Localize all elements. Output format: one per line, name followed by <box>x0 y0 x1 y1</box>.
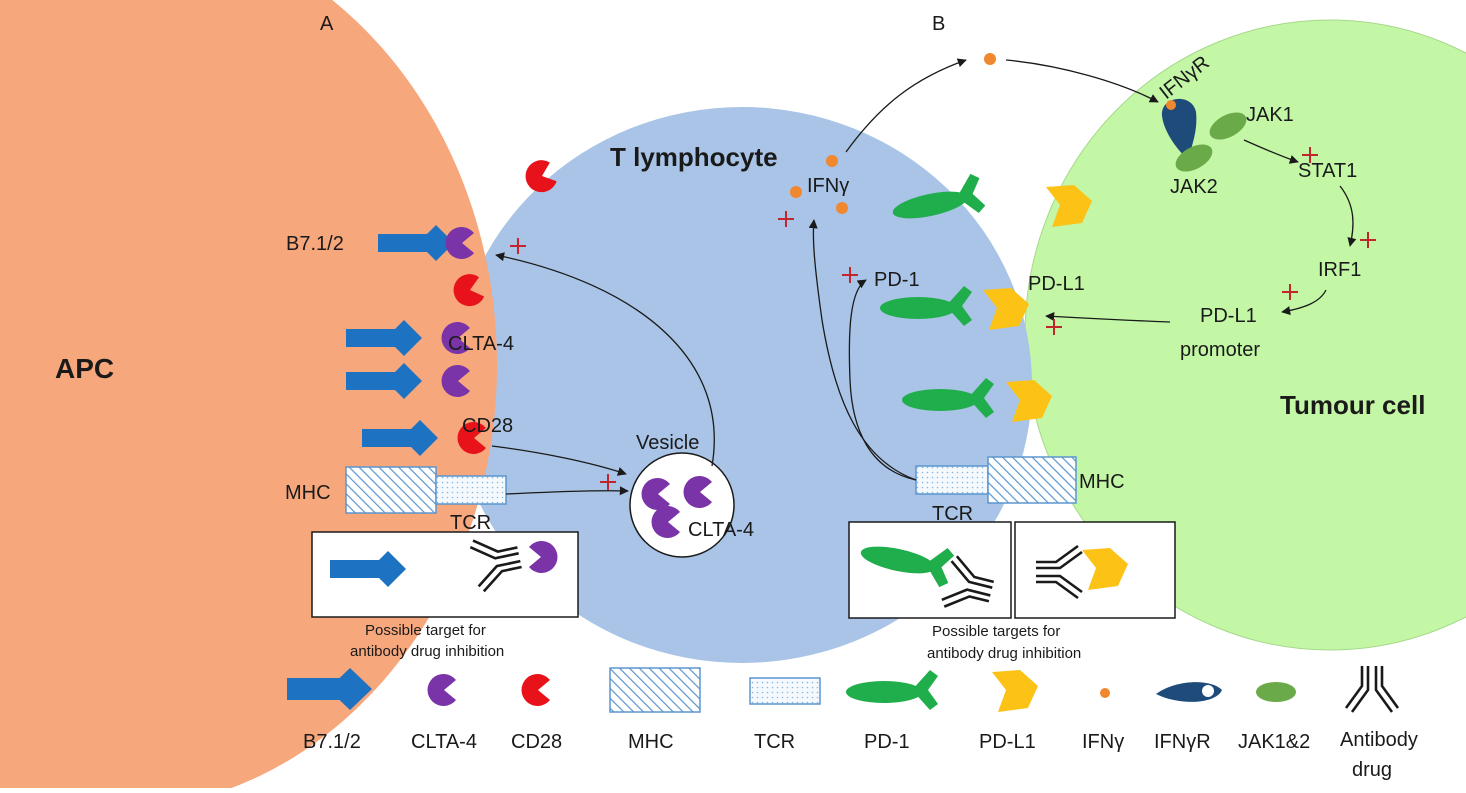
plus-2 <box>600 474 616 490</box>
promoter-to-pdl1-arrow <box>1045 311 1171 323</box>
tcr-right <box>915 465 989 495</box>
jak2-shape <box>1175 144 1213 172</box>
jak1-shape <box>1209 112 1247 140</box>
clta4-label: CLTA-4 <box>448 333 514 355</box>
plus-6 <box>1360 232 1376 248</box>
tcr-to-ifng-arrow <box>808 219 917 481</box>
ifng-dot-3 <box>836 202 848 214</box>
plus-8 <box>1046 319 1062 335</box>
plus-5 <box>1302 147 1318 163</box>
legend-item-antibody: Antibody drug <box>1340 664 1418 781</box>
vesicle: Vesicle CLTA-4 <box>629 432 754 558</box>
plus-7 <box>1282 284 1298 300</box>
legend-label-pd1: PD-1 <box>864 731 910 753</box>
irf1-to-promoter-arrow <box>1281 289 1327 316</box>
plus-1 <box>510 238 526 254</box>
legend-label-clta4: CLTA-4 <box>411 731 477 753</box>
legend-item-pd1: PD-1 <box>846 670 938 753</box>
legend-item-b7: B7.1/2 <box>287 668 372 753</box>
legend-item-ifngr: IFNγR <box>1154 682 1222 753</box>
plus-3 <box>778 211 794 227</box>
panel-a-label: A <box>320 13 334 35</box>
ifngr-bound-ifng <box>1166 100 1176 110</box>
t-lymphocyte-title: T lymphocyte <box>610 142 778 172</box>
pd1-pdl1-group: PD-1 PD-L1 <box>874 172 1092 422</box>
b7-label: B7.1/2 <box>286 233 344 255</box>
mhc-left <box>345 466 437 514</box>
right-caption-1: Possible targets for <box>932 623 1060 640</box>
legend-label-b7: B7.1/2 <box>303 731 361 753</box>
pdl1-promoter-label-1: PD-L1 <box>1200 305 1257 327</box>
plus-signs <box>510 147 1376 490</box>
ifng-label: IFNγ <box>807 175 849 197</box>
left-caption-2: antibody drug inhibition <box>350 643 504 660</box>
jak1-label: JAK1 <box>1246 104 1294 126</box>
ifng-dot-1 <box>826 155 838 167</box>
right-caption-2: antibody drug inhibition <box>927 645 1081 662</box>
tcr-right-label: TCR <box>932 503 973 525</box>
stat1-label: STAT1 <box>1298 160 1357 182</box>
legend-label-jak: JAK1&2 <box>1238 731 1310 753</box>
legend-label-cd28: CD28 <box>511 731 562 753</box>
stat1-to-irf1-arrow <box>1339 185 1357 247</box>
legend-item-clta4: CLTA-4 <box>411 674 477 753</box>
ifng-dot-4 <box>984 53 996 65</box>
legend-label-antibody-2: drug <box>1352 759 1392 781</box>
tcr-to-pd1-arrow <box>848 279 917 481</box>
cd28-label: CD28 <box>462 415 513 437</box>
legend-item-cd28: CD28 <box>511 674 562 753</box>
right-box-pdl1 <box>1014 521 1176 619</box>
left-caption-1: Possible target for <box>365 622 486 639</box>
irf1-label: IRF1 <box>1318 259 1361 281</box>
mhc-left-label: MHC <box>285 482 331 504</box>
tumour-cell-title: Tumour cell <box>1280 390 1425 420</box>
tcr-left-label: TCR <box>450 512 491 534</box>
pd1-label: PD-1 <box>874 269 920 291</box>
plus-4 <box>842 267 858 283</box>
legend-label-tcr: TCR <box>754 731 795 753</box>
legend-item-tcr: TCR <box>749 677 821 753</box>
mhc-right-label: MHC <box>1079 471 1125 493</box>
legend-item-ifng: IFNγ <box>1082 688 1124 753</box>
pdl1-label: PD-L1 <box>1028 273 1085 295</box>
legend: B7.1/2 CLTA-4 CD28 MHC TCR PD-1 PD-L1 I <box>287 664 1418 781</box>
ifng-to-receptor-arrow <box>1005 59 1159 103</box>
panel-b-label: B <box>932 13 945 35</box>
jak2-label: JAK2 <box>1170 176 1218 198</box>
legend-label-pdl1: PD-L1 <box>979 731 1036 753</box>
legend-label-mhc: MHC <box>628 731 674 753</box>
left-pathway-arrows <box>491 252 715 496</box>
vesicle-clta4-label: CLTA-4 <box>688 519 754 541</box>
vesicle-to-surface-arrow <box>495 252 715 467</box>
legend-label-ifngr: IFNγR <box>1154 731 1211 753</box>
right-inhibition-boxes: Possible targets for antibody drug inhib… <box>848 521 1176 662</box>
signaling-labels: STAT1 IRF1 PD-L1 promoter <box>1180 160 1361 361</box>
apc-cell <box>0 0 497 793</box>
tcr-left <box>435 475 507 505</box>
apc-receptors: B7.1/2 CLTA-4 CD28 MHC TCR <box>285 156 559 534</box>
ifng-secretion-arrow <box>845 58 967 153</box>
legend-item-mhc: MHC <box>609 667 701 753</box>
cd28-to-vesicle-arrow <box>491 445 627 476</box>
tcr-to-vesicle-arrow <box>505 486 629 496</box>
jak-to-stat1-arrow <box>1243 139 1299 164</box>
legend-label-ifng: IFNγ <box>1082 731 1124 753</box>
vesicle-label: Vesicle <box>636 432 699 454</box>
legend-label-antibody: Antibody <box>1340 729 1418 751</box>
pdl1-promoter-label-2: promoter <box>1180 339 1260 361</box>
legend-item-jak: JAK1&2 <box>1238 682 1310 753</box>
left-inhibition-box: Possible target for antibody drug inhibi… <box>311 530 579 660</box>
legend-item-pdl1: PD-L1 <box>979 670 1038 753</box>
ifngr-receptor <box>1161 98 1197 160</box>
ifng-dot-2 <box>790 186 802 198</box>
ifng-dots: IFNγ <box>790 53 996 214</box>
right-pathway-arrows <box>808 58 1357 481</box>
right-mhc-tcr: TCR MHC <box>915 456 1125 525</box>
mhc-right <box>987 456 1077 504</box>
apc-title: APC <box>55 353 114 384</box>
